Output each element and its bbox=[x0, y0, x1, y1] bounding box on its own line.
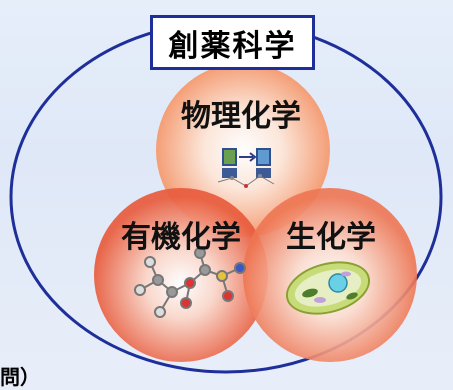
organic-molecule-image bbox=[134, 247, 246, 318]
cut-off-text: 問） bbox=[0, 365, 40, 389]
label-physical-chemistry: 物理化学 bbox=[181, 99, 301, 134]
circle-organic-chemistry bbox=[94, 188, 268, 362]
label-biochemistry: 生化学 bbox=[286, 220, 376, 255]
title-box: 創薬科学 bbox=[150, 15, 315, 70]
protein-structure-image bbox=[217, 148, 275, 188]
title-text: 創薬科学 bbox=[168, 28, 297, 64]
cell-image bbox=[285, 261, 371, 315]
label-organic-chemistry: 有機化学 bbox=[121, 220, 241, 255]
